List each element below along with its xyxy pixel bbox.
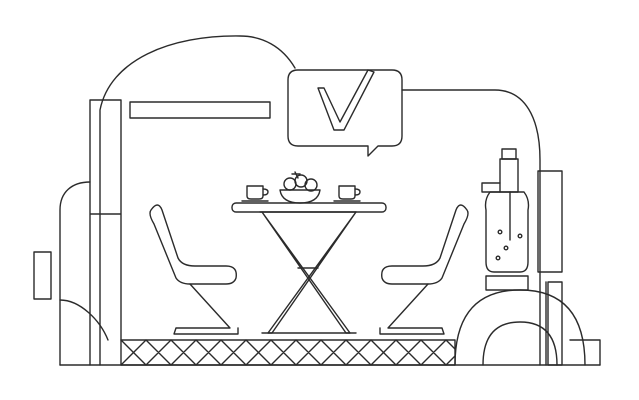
left-tall-panel [89,99,122,366]
water-cooler-icon [481,148,530,291]
left-small-panel [33,251,52,300]
left-floor-curve [59,299,109,341]
left-rounded-block [59,181,91,366]
right-tall-panel [537,170,563,273]
floor-tiles [120,339,456,366]
right-narrow-panel [547,281,563,366]
coffee-cup-right-icon [333,185,361,202]
background-wall-outline [99,35,541,366]
coffee-cup-left-icon [241,185,269,202]
checkmark-icon [317,69,375,131]
chair-left [149,204,239,335]
fruit-bowl-icon [279,171,321,204]
table [231,202,387,334]
checkmark-speech-bubble-icon [287,69,403,157]
right-floor-arches [454,289,601,366]
chair-right [379,204,469,335]
wall-sign [129,101,271,119]
